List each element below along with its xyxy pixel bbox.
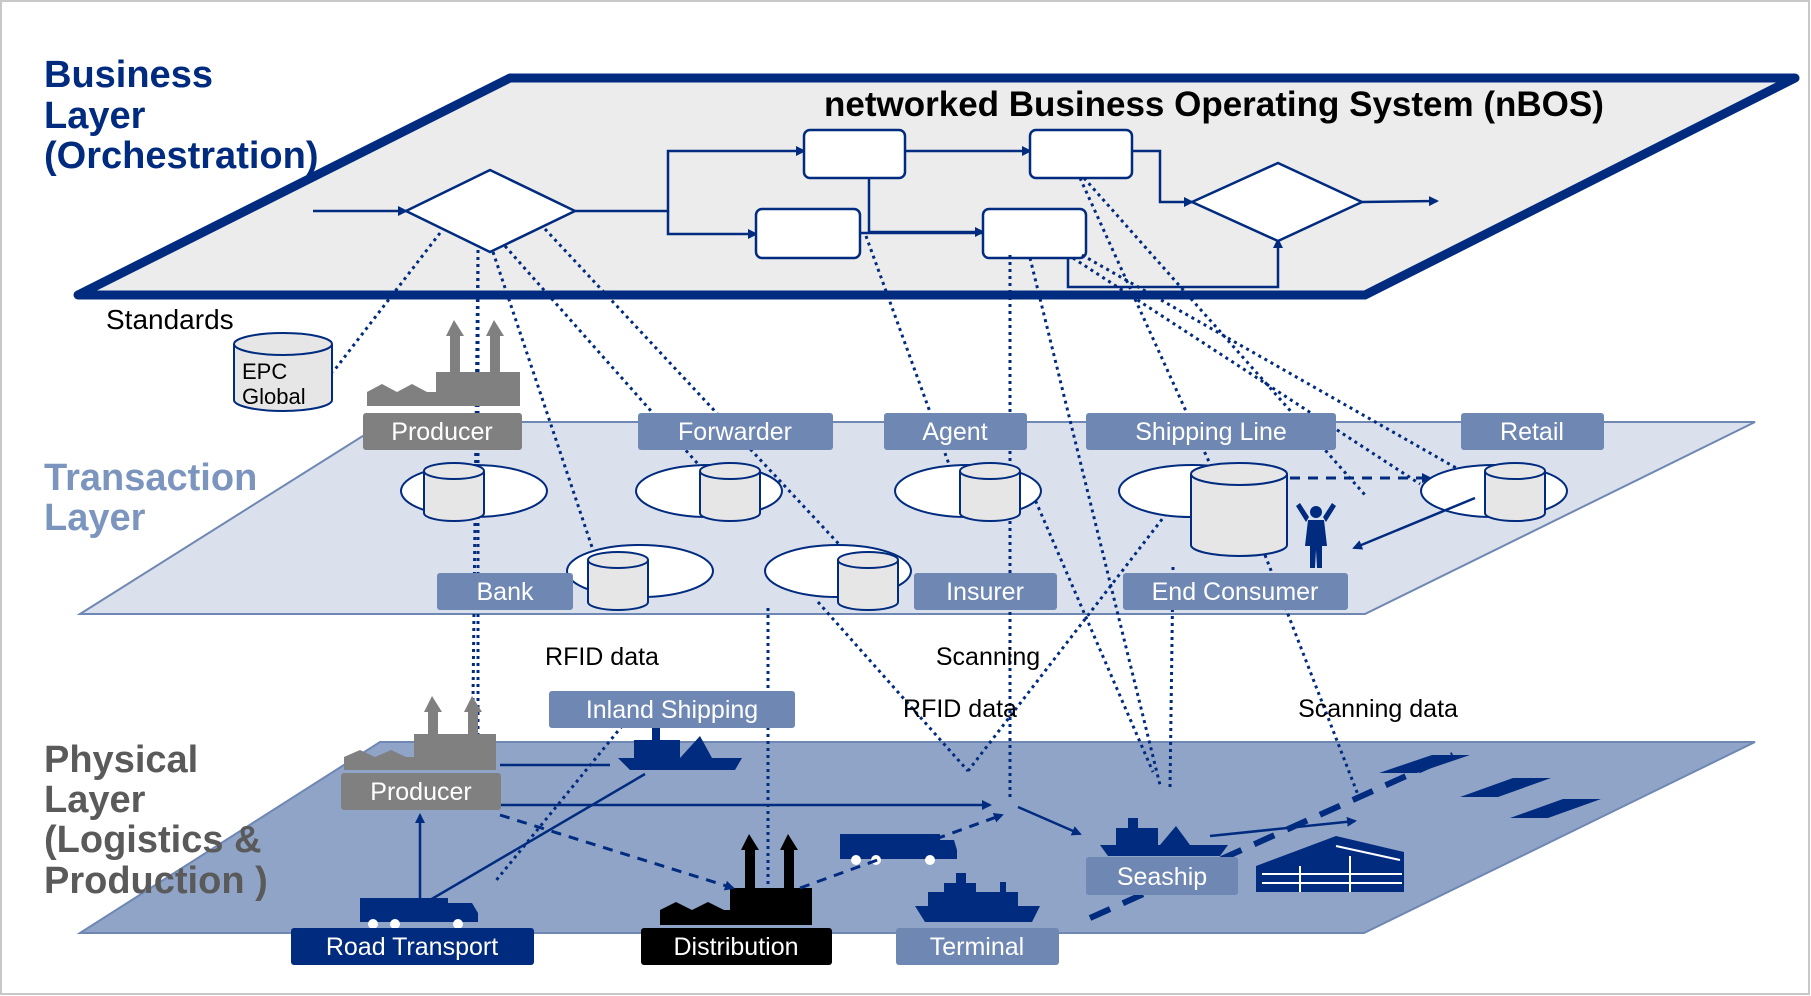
ph-seaship-label: Seaship [1117, 863, 1207, 891]
ph-distribution-label: Distribution [673, 933, 798, 961]
physical-title-line-2: Layer [44, 779, 146, 821]
rfid-data-label-2: RFID data [903, 695, 1017, 723]
business-layer-title: Business Layer (Orchestration) [44, 54, 318, 177]
business-title-line-3: (Orchestration) [44, 135, 318, 177]
tx-forwarder-label: Forwarder [678, 418, 792, 446]
terminal-ship-icon [915, 873, 1040, 922]
ship-icon [618, 728, 742, 770]
ph-terminal-label: Terminal [930, 933, 1024, 961]
decision-diamond-end [1188, 161, 1365, 243]
tx-producer-label: Producer [391, 418, 492, 446]
physical-title-line-1: Physical [44, 739, 198, 781]
ph-road-transport-label: Road Transport [326, 933, 498, 961]
transaction-labels: Producer Forwarder Agent Shipping Line R… [363, 413, 1604, 610]
warehouse-icon [1256, 836, 1404, 892]
factory-icon [367, 320, 520, 406]
transaction-title-line-2: Layer [44, 497, 146, 539]
runway-stripes [1379, 755, 1601, 818]
process-box-4 [981, 207, 1088, 260]
tx-agent-label: Agent [922, 418, 987, 446]
tx-end-consumer-label: End Consumer [1152, 578, 1319, 606]
distribution-factory-icon [660, 834, 812, 925]
truck-icon [360, 898, 478, 929]
process-box-1 [802, 128, 907, 180]
transaction-layer-title: Transaction Layer [44, 457, 257, 539]
business-title-line-2: Layer [44, 95, 146, 137]
tx-shipping-line-label: Shipping Line [1135, 418, 1287, 446]
end-consumer-person-icon [1296, 503, 1336, 568]
tx-insurer-label: Insurer [946, 578, 1024, 606]
factory-icon [344, 696, 496, 770]
physical-labels: Inland Shipping Producer Road Transport … [291, 691, 1238, 965]
physical-title-line-3: (Logistics & [44, 819, 261, 861]
process-box-2 [1028, 128, 1134, 180]
tx-retail-label: Retail [1500, 418, 1564, 446]
process-box-3 [754, 207, 862, 260]
ph-inland-shipping-label: Inland Shipping [586, 696, 758, 724]
business-title-line-1: Business [44, 54, 213, 96]
standards-label: Standards [106, 304, 234, 335]
physical-flows [415, 496, 1476, 902]
nbos-title: networked Business Operating System (nBO… [824, 85, 1604, 124]
epc-global-database [233, 332, 333, 412]
seaship-icon [1100, 818, 1228, 856]
scanning-data-label: Scanning data [1298, 695, 1458, 723]
decision-diamond-start [403, 168, 578, 254]
rfid-data-label-1: RFID data [545, 643, 659, 671]
physical-title-line-4: Production ) [44, 860, 268, 902]
physical-layer-title: Physical Layer (Logistics & Production ) [44, 739, 268, 902]
epc-line-1: EPC [242, 359, 287, 384]
tx-bank-label: Bank [477, 578, 534, 606]
ph-producer-label: Producer [370, 778, 471, 806]
transaction-title-line-1: Transaction [44, 457, 257, 499]
physical-dashed-flows [499, 473, 1455, 921]
transaction-databases [400, 462, 1568, 611]
scanning-label: Scanning [936, 643, 1040, 671]
epc-line-2: Global [242, 384, 306, 409]
